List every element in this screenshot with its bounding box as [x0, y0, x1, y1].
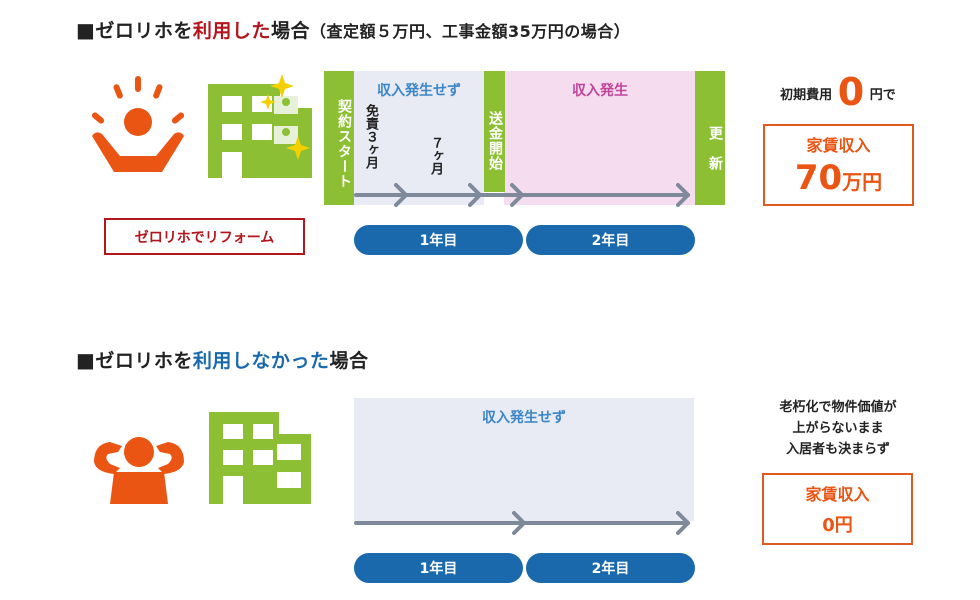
rent-income-box: 家賃収入 70万円: [763, 124, 914, 206]
income-label: 収入発生: [572, 83, 628, 99]
rent-income-label: 家賃収入: [806, 136, 871, 155]
reform-label: ゼロリホでリフォーム: [104, 218, 305, 255]
rent-income-box-2: 家賃収入 0円: [762, 473, 913, 545]
building-icon: [209, 412, 311, 504]
renewal-bar: 更新: [695, 71, 725, 205]
worried-person-icon: [94, 437, 184, 504]
aging-note: 老朽化で物件価値が 上がらないまま 入居者も決まらず: [779, 400, 897, 457]
section2-heading: ■ゼロリホを利用しなかった場合: [76, 348, 369, 372]
timeline-arrow: [354, 183, 690, 207]
no-income-label: 収入発生せず: [377, 83, 461, 99]
rent-income-amount-2: 0円: [822, 515, 853, 536]
remit-start-bar: 送金開始: [484, 71, 505, 192]
rent-income-label-2: 家賃収入: [805, 485, 870, 504]
no-income-period-2: [354, 398, 694, 521]
income-period: [504, 71, 696, 205]
year2-pill-2: 2年目: [526, 553, 695, 583]
initial-cost-text: 初期費用 0 円で: [780, 70, 896, 114]
rent-income-amount: 70万円: [794, 158, 883, 198]
year1-pill-2: 1年目: [354, 553, 523, 583]
no-income-label-2: 収入発生せず: [482, 410, 566, 426]
timeline-arrow-2: [354, 511, 690, 535]
no-income-period: [354, 71, 484, 205]
year2-pill: 2年目: [526, 225, 695, 255]
rent-exemption-label: 免責３ヶ月: [363, 104, 378, 169]
year1-pill: 1年目: [354, 225, 523, 255]
happy-person-icon: [91, 76, 185, 172]
seven-months-label: ７ヶ月: [428, 136, 443, 175]
building-sparkle-icon: [208, 74, 312, 178]
contract-start-bar: 契約スタート: [324, 71, 354, 205]
section1-heading: ■ゼロリホを利用した場合（査定額５万円、工事金額35万円の場合）: [76, 18, 631, 42]
